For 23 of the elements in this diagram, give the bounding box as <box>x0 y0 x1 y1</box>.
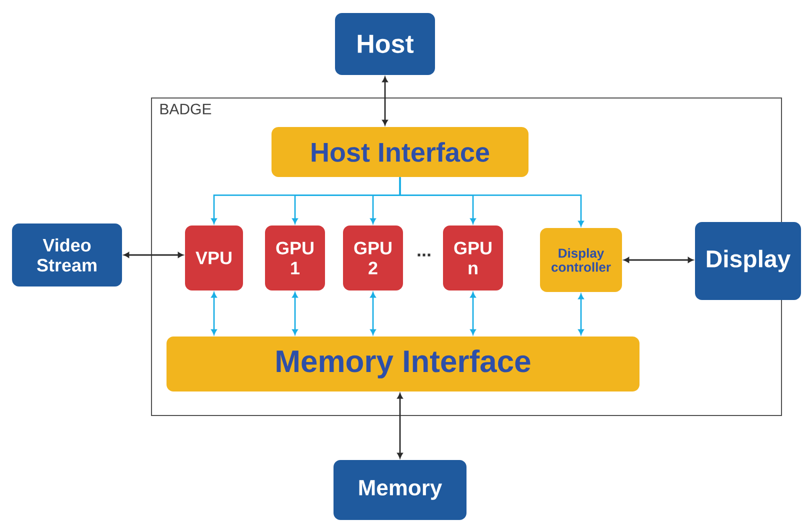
arrow <box>578 294 584 335</box>
processor-box: GPU 2 <box>343 226 403 290</box>
arrow <box>470 292 476 335</box>
interface-box: Memory Interface <box>166 336 640 392</box>
interface-box: Display controller <box>540 228 622 292</box>
arrow <box>124 252 184 258</box>
ellipsis-text: ... <box>418 254 430 256</box>
arrow <box>382 76 388 126</box>
processor-box: VPU <box>185 226 243 290</box>
frame-title: BADGE <box>160 104 212 114</box>
interface-box: Host Interface <box>272 127 528 177</box>
processor-box: GPU n <box>443 226 503 290</box>
arrow <box>370 292 376 335</box>
arrow <box>211 292 217 335</box>
arrow <box>292 292 298 335</box>
arrow <box>397 393 403 458</box>
arrow <box>624 257 694 263</box>
external-box: Display <box>695 222 801 300</box>
arrow <box>399 177 584 226</box>
external-box: Host <box>335 13 435 75</box>
external-box: Memory <box>334 460 466 520</box>
processor-box: GPU 1 <box>265 226 325 290</box>
external-box: Video Stream <box>12 224 122 286</box>
